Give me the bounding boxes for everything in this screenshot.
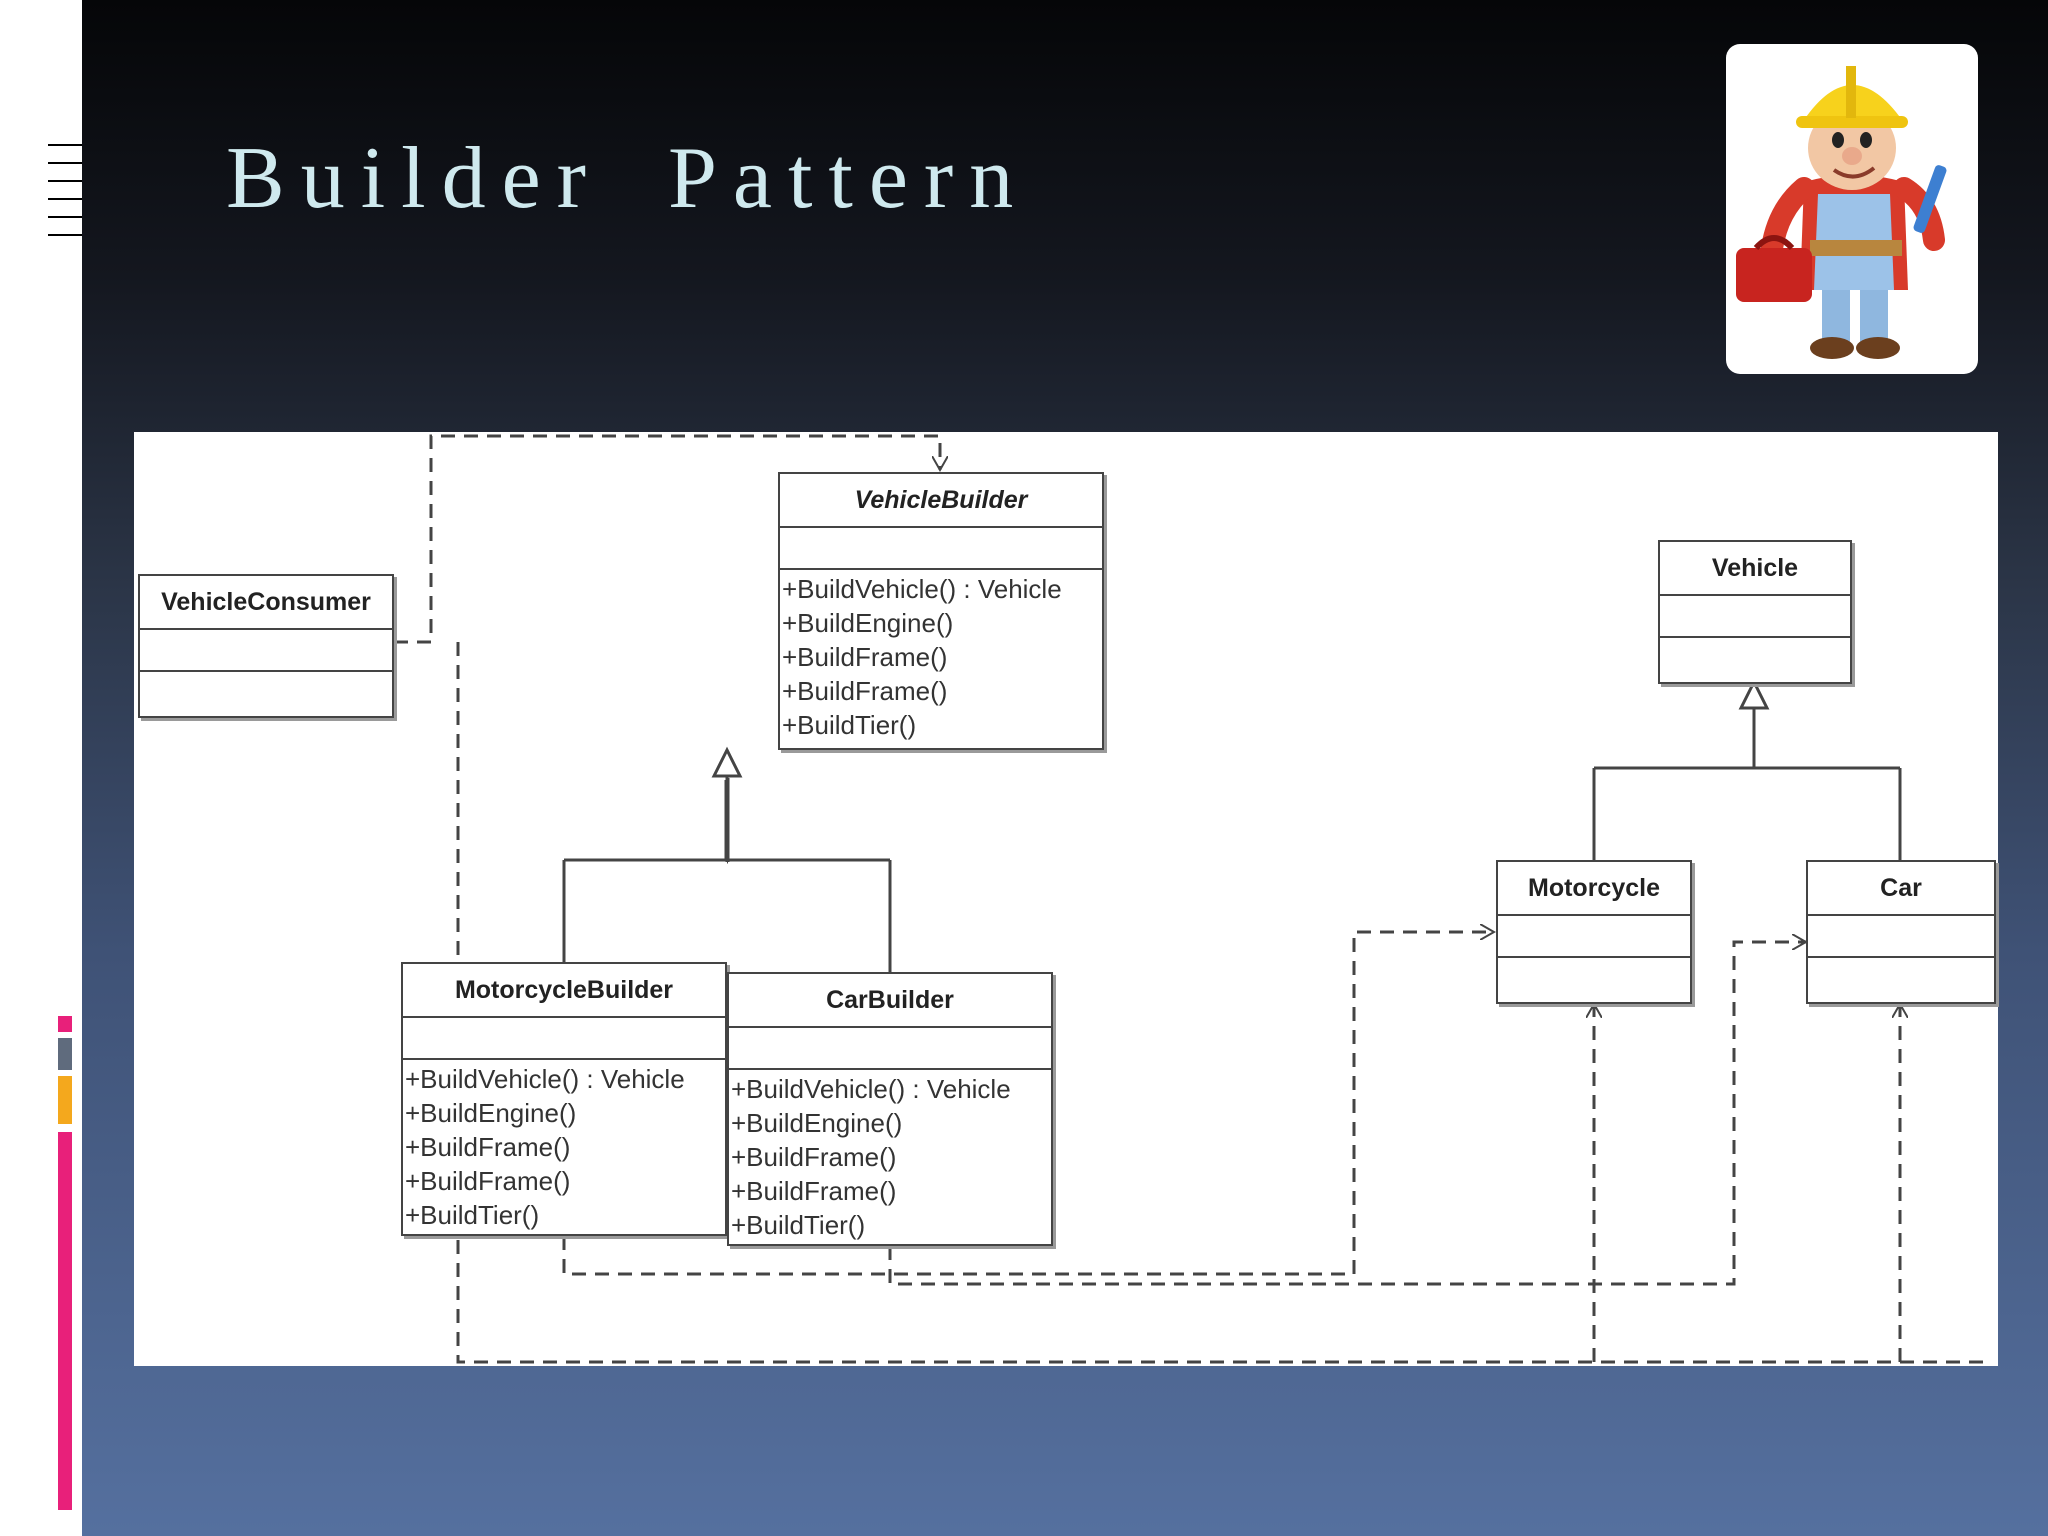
operation: +BuildEngine() <box>731 1108 903 1138</box>
class-attributes <box>1498 916 1690 958</box>
class-name: MotorcycleBuilder <box>403 964 725 1018</box>
operation: +BuildFrame() <box>782 642 948 672</box>
accent-bar-orange <box>58 1076 72 1124</box>
class-operations <box>1808 958 1994 960</box>
class-operations: +BuildVehicle() : Vehicle +BuildEngine()… <box>729 1070 1051 1242</box>
operation: +BuildFrame() <box>731 1142 897 1172</box>
class-attributes <box>729 1028 1051 1070</box>
operation: +BuildTier() <box>405 1200 540 1230</box>
class-car: Car <box>1806 860 1996 1004</box>
class-operations <box>140 672 392 674</box>
class-name: VehicleConsumer <box>140 576 392 630</box>
class-motorcycle: Motorcycle <box>1496 860 1692 1004</box>
class-operations: +BuildVehicle() : Vehicle +BuildEngine()… <box>403 1060 725 1232</box>
mascot-image <box>1726 44 1978 374</box>
slide-title: Builder Pattern <box>226 130 1030 227</box>
operation: +BuildFrame() <box>405 1166 571 1196</box>
class-attributes <box>1660 596 1850 638</box>
class-vehicle-consumer: VehicleConsumer <box>138 574 394 718</box>
operation: +BuildVehicle() : Vehicle <box>405 1064 685 1094</box>
class-operations <box>1498 958 1690 960</box>
class-operations <box>1660 638 1850 640</box>
operation: +BuildTier() <box>782 710 917 740</box>
uml-main-lines <box>394 434 1992 1364</box>
operation: +BuildVehicle() : Vehicle <box>782 574 1062 604</box>
operation: +BuildFrame() <box>731 1176 897 1206</box>
accent-bar-gray <box>58 1038 72 1070</box>
class-operations: +BuildVehicle() : Vehicle +BuildEngine()… <box>780 570 1102 742</box>
class-car-builder: CarBuilder +BuildVehicle() : Vehicle +Bu… <box>727 972 1053 1246</box>
operation: +BuildEngine() <box>405 1098 577 1128</box>
accent-bar-pink <box>58 1132 72 1510</box>
operation: +BuildVehicle() : Vehicle <box>731 1074 1011 1104</box>
class-motorcycle-builder: MotorcycleBuilder +BuildVehicle() : Vehi… <box>401 962 727 1236</box>
operation: +BuildEngine() <box>782 608 954 638</box>
operation: +BuildFrame() <box>405 1132 571 1162</box>
class-name: Motorcycle <box>1498 862 1690 916</box>
class-vehicle: Vehicle <box>1658 540 1852 684</box>
class-name: Car <box>1808 862 1994 916</box>
class-attributes <box>780 528 1102 570</box>
class-attributes <box>403 1018 725 1060</box>
decorative-lines <box>48 144 82 238</box>
operation: +BuildFrame() <box>782 676 948 706</box>
uml-class-diagram: VehicleBuilder +BuildVehicle() : Vehicle… <box>134 432 1998 1366</box>
class-vehicle-builder: VehicleBuilder +BuildVehicle() : Vehicle… <box>778 472 1104 750</box>
accent-bar-pink-top <box>58 1016 72 1032</box>
operation: +BuildTier() <box>731 1210 866 1240</box>
class-name: CarBuilder <box>729 974 1051 1028</box>
builder-mascot-icon <box>1736 66 1947 359</box>
class-name: Vehicle <box>1660 542 1850 596</box>
class-attributes <box>1808 916 1994 958</box>
class-name: VehicleBuilder <box>780 474 1102 528</box>
class-attributes <box>140 630 392 672</box>
